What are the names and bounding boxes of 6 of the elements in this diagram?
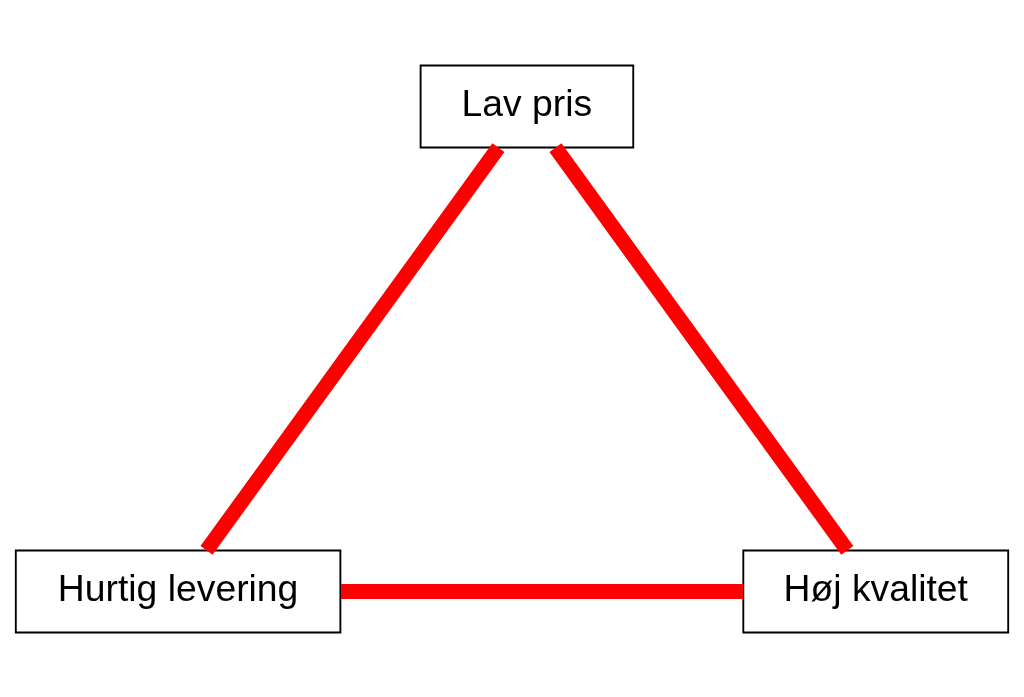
connector	[200, 142, 505, 555]
connector	[340, 583, 744, 599]
node-box: Hurtig levering	[14, 549, 342, 633]
connector	[549, 142, 854, 555]
node-box: Lav pris	[419, 64, 635, 148]
node-box: Høj kvalitet	[742, 549, 1010, 633]
